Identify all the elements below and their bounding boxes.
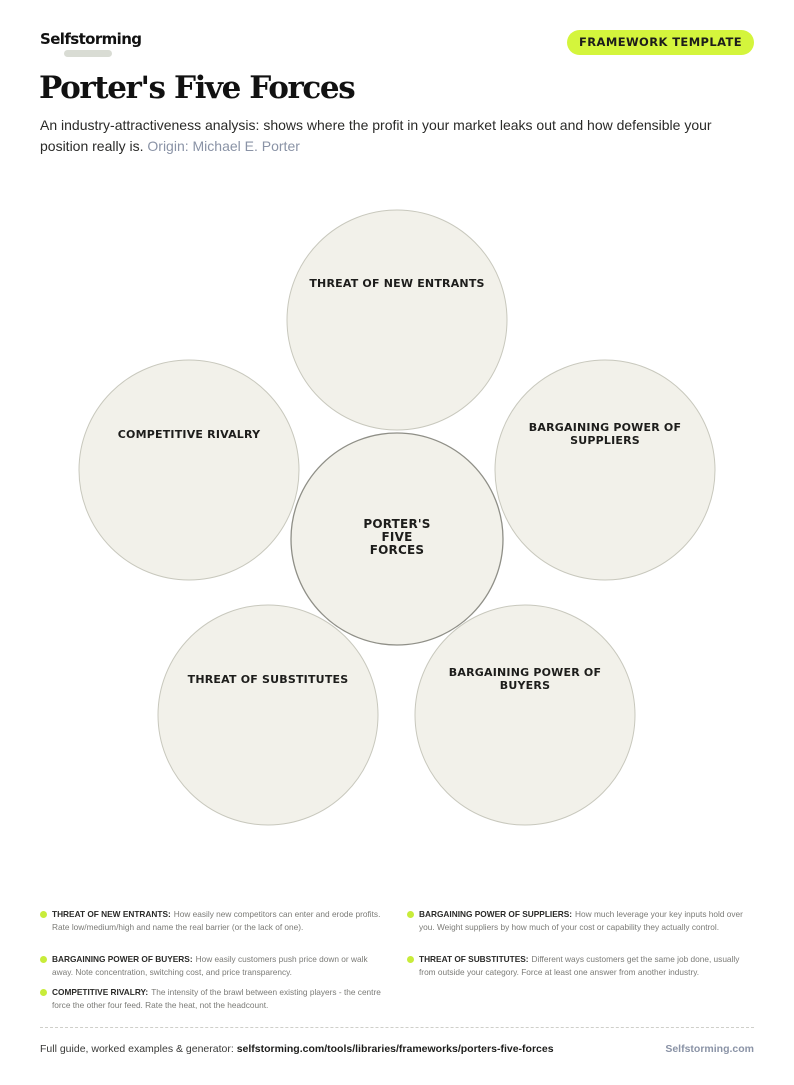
bullet-dot bbox=[40, 956, 47, 963]
legend-term: THREAT OF SUBSTITUTES: bbox=[419, 954, 529, 964]
substitutes-label: THREAT OF SUBSTITUTES bbox=[188, 673, 349, 686]
footer-prefix: Full guide, worked examples & generator: bbox=[40, 1043, 234, 1055]
brand-logo-swash bbox=[64, 50, 112, 57]
footer-url-link[interactable]: selfstorming.com/tools/libraries/framewo… bbox=[236, 1043, 554, 1055]
buyers-circle bbox=[414, 604, 636, 826]
framework-badge: FRAMEWORK TEMPLATE bbox=[567, 30, 754, 55]
legend-desc: Different ways customers get the same jo… bbox=[419, 954, 740, 977]
legend-item-buyers: BARGAINING POWER OF BUYERS:How easily cu… bbox=[40, 953, 385, 978]
footer-divider bbox=[40, 1027, 754, 1028]
label-line: BUYERS bbox=[500, 679, 550, 692]
bullet-dot bbox=[40, 911, 47, 918]
label-line: THREAT OF NEW ENTRANTS bbox=[309, 277, 484, 290]
page-title: Porter's Five Forces bbox=[39, 70, 356, 106]
page-subtitle: An industry-attractiveness analysis: sho… bbox=[40, 115, 760, 156]
label-line: COMPETITIVE RIVALRY bbox=[118, 428, 261, 441]
legend-desc: The intensity of the brawl between exist… bbox=[52, 987, 381, 1010]
legend-term: BARGAINING POWER OF BUYERS: bbox=[52, 954, 193, 964]
force-circle-rivalry: COMPETITIVE RIVALRY bbox=[78, 359, 300, 581]
bullet-dot bbox=[40, 989, 47, 996]
legend-term: THREAT OF NEW ENTRANTS: bbox=[52, 909, 171, 919]
label-line: BARGAINING POWER OF bbox=[529, 421, 681, 434]
force-circle-new-entrants: THREAT OF NEW ENTRANTS bbox=[286, 209, 508, 431]
legend-desc: How easily customers push price down or … bbox=[52, 954, 368, 977]
new-entrants-label: THREAT OF NEW ENTRANTS bbox=[309, 277, 484, 290]
label-line: FORCES bbox=[370, 543, 425, 557]
legend-term: COMPETITIVE RIVALRY: bbox=[52, 987, 149, 997]
footer-site-link[interactable]: Selfstorming.com bbox=[665, 1043, 754, 1055]
center-circle bbox=[290, 432, 504, 646]
label-line: FIVE bbox=[382, 530, 413, 544]
legend-item-suppliers: BARGAINING POWER OF SUPPLIERS:How much l… bbox=[407, 908, 752, 933]
rivalry-circle bbox=[78, 359, 300, 581]
origin-credit: Origin: Michael E. Porter bbox=[147, 137, 300, 154]
label-line: THREAT OF SUBSTITUTES bbox=[188, 673, 349, 686]
subtitle-text: An industry-attractiveness analysis: sho… bbox=[40, 117, 712, 154]
footer-guide: Full guide, worked examples & generator:… bbox=[40, 1043, 554, 1055]
rivalry-label: COMPETITIVE RIVALRY bbox=[118, 428, 261, 441]
bullet-dot bbox=[407, 956, 414, 963]
bullet-dot bbox=[407, 911, 414, 918]
legend-item-rivalry: COMPETITIVE RIVALRY:The intensity of the… bbox=[40, 986, 385, 1011]
legend-desc: How easily new competitors can enter and… bbox=[52, 909, 381, 932]
label-line: PORTER'S bbox=[363, 517, 430, 531]
brand-logo[interactable]: Selfstorming bbox=[40, 30, 142, 48]
substitutes-circle bbox=[157, 604, 379, 826]
legend-item-new-entrants: THREAT OF NEW ENTRANTS:How easily new co… bbox=[40, 908, 385, 933]
force-circle-substitutes: THREAT OF SUBSTITUTES bbox=[157, 604, 379, 826]
label-line: BARGAINING POWER OF bbox=[449, 666, 601, 679]
legend-item-substitutes: THREAT OF SUBSTITUTES:Different ways cus… bbox=[407, 953, 752, 978]
legend-term: BARGAINING POWER OF SUPPLIERS: bbox=[419, 909, 573, 919]
suppliers-circle bbox=[494, 359, 716, 581]
new-entrants-circle bbox=[286, 209, 508, 431]
label-line: SUPPLIERS bbox=[570, 434, 640, 447]
legend-desc: How much leverage your key inputs hold o… bbox=[419, 909, 743, 932]
